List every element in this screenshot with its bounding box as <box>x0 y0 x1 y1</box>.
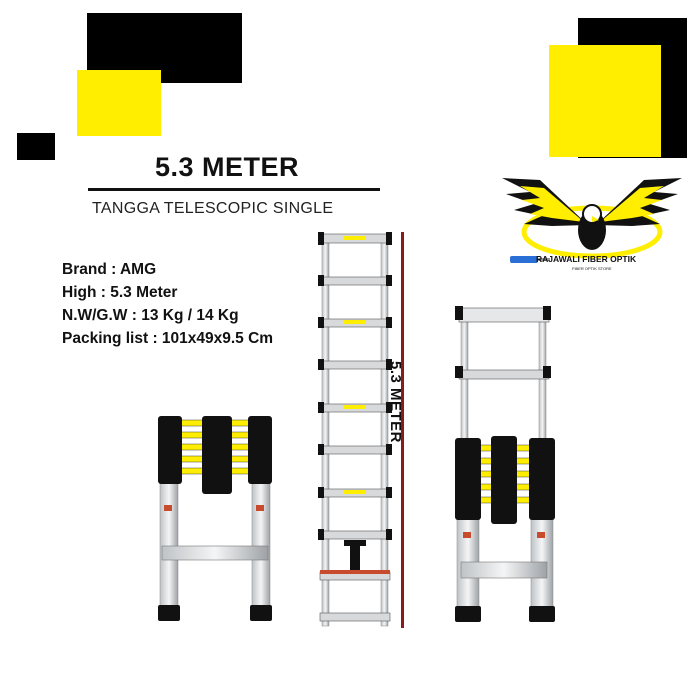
page-title: 5.3 METER <box>155 152 300 182</box>
spec-weight: N.W/G.W : 13 Kg / 14 Kg <box>62 307 239 324</box>
spec-packing: Packing list : 101x49x9.5 Cm <box>62 330 274 347</box>
logo-name: RAJAWALI FIBER OPTIK <box>536 254 637 264</box>
height-measure-line <box>401 232 404 628</box>
spec-brand: Brand : AMG <box>62 261 157 278</box>
page-subtitle: TANGGA TELESCOPIC SINGLE <box>92 200 334 217</box>
deco-square-yellow <box>77 70 161 136</box>
ladder-extended-image <box>318 232 392 627</box>
title-underline <box>88 188 380 191</box>
ladder-partial-image <box>455 306 555 622</box>
height-label: 5.3 METER <box>387 361 404 444</box>
deco-square-black-small <box>17 133 55 160</box>
eagle-emblem-icon <box>502 178 682 263</box>
deco-square-yellow-right <box>549 45 661 157</box>
logo-tagline: FIBER OPTIK STORE <box>572 266 612 271</box>
spec-list: Brand : AMG High : 5.3 Meter N.W/G.W : 1… <box>62 258 273 350</box>
brand-logo: RAJAWALI FIBER OPTIK FIBER OPTIK STORE <box>500 170 685 280</box>
spec-height: High : 5.3 Meter <box>62 284 178 301</box>
ladder-collapsed-image <box>158 416 272 621</box>
